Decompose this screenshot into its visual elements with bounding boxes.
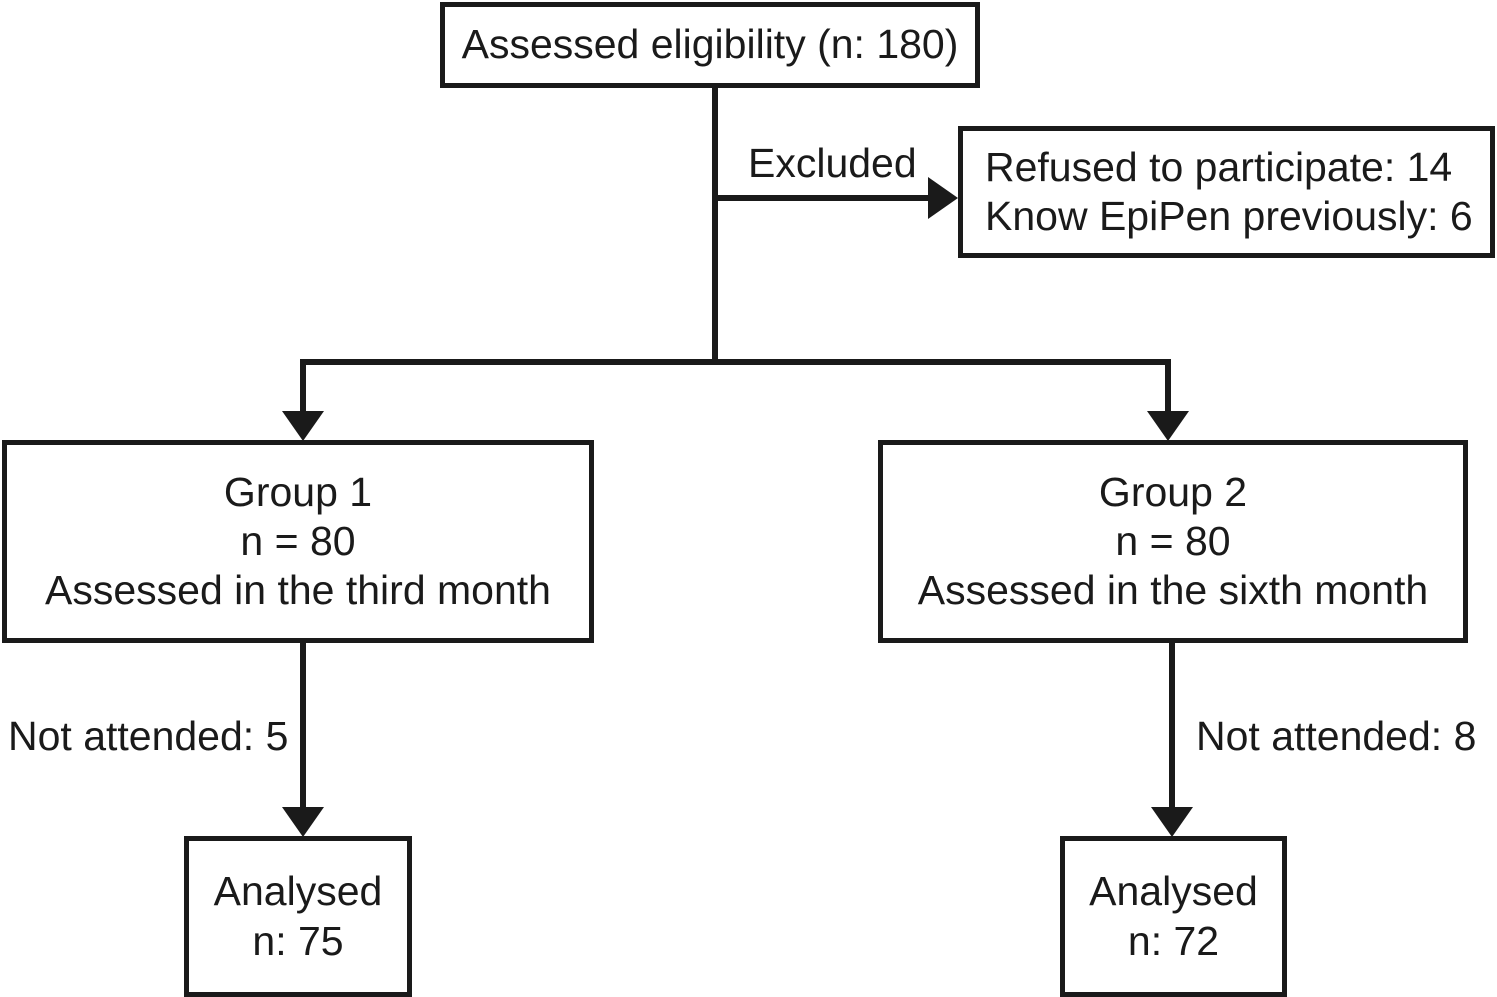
arrowhead-down-icon (282, 807, 324, 837)
node-assessed-eligibility: Assessed eligibility (n: 180) (440, 2, 980, 88)
edge-label-not-attended-group-2: Not attended: 8 (1196, 713, 1477, 759)
edge-label-not-attended-group-1: Not attended: 5 (8, 713, 289, 759)
node-line: Assessed in the third month (45, 567, 551, 614)
node-line: Group 2 (1098, 468, 1248, 515)
arrowhead-down-icon (1151, 807, 1193, 837)
arrowhead-right-icon (928, 177, 958, 219)
connector-fork-bar (300, 359, 1171, 365)
node-line: Refused to participate: 14 (985, 143, 1453, 190)
node-line: Assessed in the sixth month (917, 567, 1429, 614)
node-line: Assessed eligibility (n: 180) (461, 21, 959, 68)
node-line: n = 80 (1115, 517, 1231, 564)
arrowhead-down-icon (1147, 411, 1189, 441)
arrowhead-down-icon (282, 411, 324, 441)
node-analysed-group-2: Analysed n: 72 (1060, 836, 1287, 997)
node-analysed-group-1: Analysed n: 75 (184, 836, 412, 997)
node-line: n: 75 (252, 917, 344, 964)
node-group-2: Group 2 n = 80 Assessed in the sixth mon… (878, 440, 1468, 643)
connector-group2-to-analysed2 (1169, 643, 1175, 813)
connector-fork-right-leg (1165, 359, 1171, 421)
node-line: n = 80 (240, 517, 356, 564)
node-line: Group 1 (223, 468, 373, 515)
node-line: Analysed (1089, 868, 1258, 915)
edge-label-excluded: Excluded (748, 140, 917, 186)
connector-group1-to-analysed1 (300, 643, 306, 813)
node-line: n: 72 (1127, 917, 1220, 964)
connector-eligibility-to-fork (712, 88, 718, 365)
connector-fork-left-leg (300, 359, 306, 421)
node-group-1: Group 1 n = 80 Assessed in the third mon… (2, 440, 594, 643)
node-line: Know EpiPen previously: 6 (985, 193, 1473, 239)
connector-to-excluded (712, 195, 938, 201)
node-line: Analysed (213, 868, 383, 915)
node-excluded-reasons: Refused to participate: 14 Know EpiPen p… (958, 126, 1495, 258)
